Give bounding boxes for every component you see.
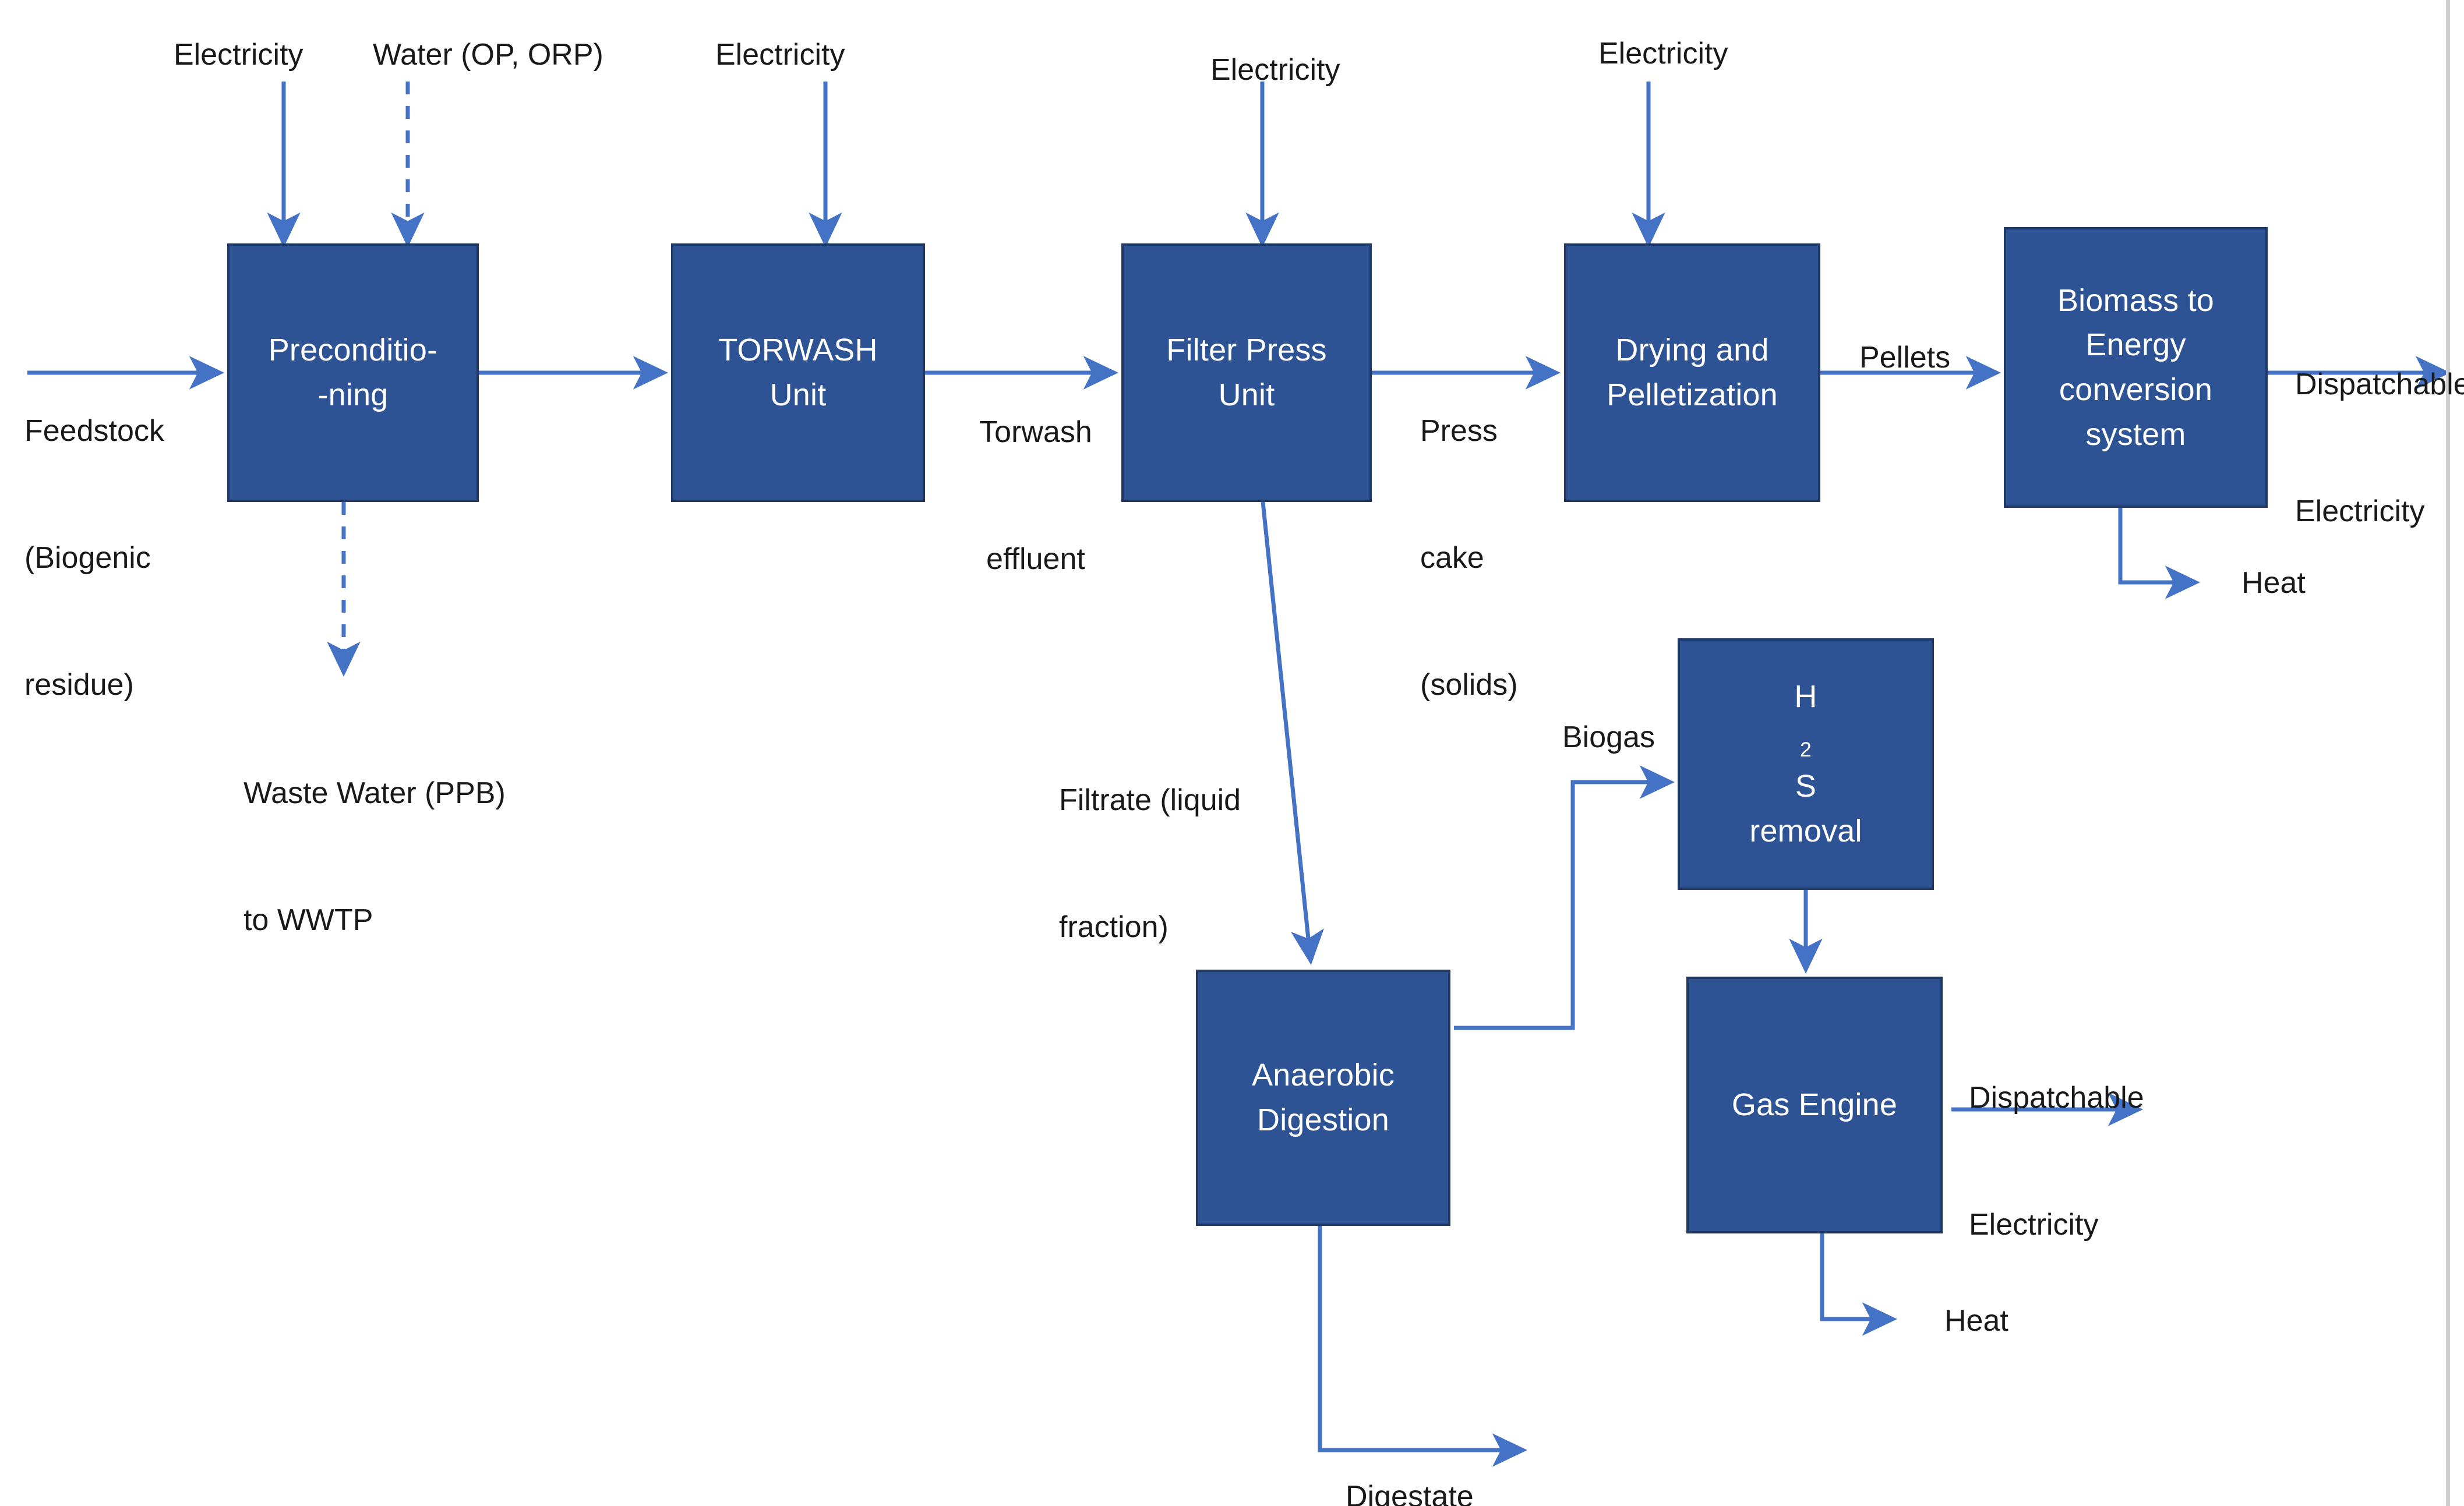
label-electricity-filter-press: Electricity: [1210, 53, 1340, 87]
label-press-cake-line1: Press: [1420, 413, 1498, 448]
preconditioning-label-line2: -ning: [317, 377, 389, 412]
label-waste-water-line1: Waste Water (PPB): [243, 776, 506, 810]
wire-anaerobic-to-h2s: [1454, 765, 1675, 1030]
label-feedstock-line1: Feedstock: [24, 413, 164, 448]
label-waste-water-to-wwtp: Waste Water (PPB) to WWTP: [243, 687, 506, 1026]
label-electricity-preconditioning: Electricity: [174, 38, 303, 72]
filter-press-label-line1: Filter Press: [1166, 333, 1327, 368]
label-press-cake-line2: cake: [1420, 540, 1484, 575]
page-frame-rule: [2446, 0, 2450, 1506]
label-filtrate-line1: Filtrate (liquid: [1059, 783, 1241, 817]
biomass-label-line4: system: [2085, 416, 2186, 452]
drying-label-line2: Pelletization: [1607, 377, 1778, 412]
label-digestate-field-spreading: Digestate field spreading: [1346, 1391, 1542, 1506]
preconditioning-label-line1: Preconditio-: [268, 333, 438, 368]
wire-biomass-to-heat: [2118, 508, 2201, 599]
h2s-formula-h: H: [1794, 679, 1817, 715]
label-feedstock: Feedstock (Biogenic residue): [24, 325, 164, 791]
label-electricity-torwash: Electricity: [715, 38, 845, 72]
label-filtrate-line2: fraction): [1059, 910, 1169, 944]
process-box-preconditioning[interactable]: Preconditio- -ning: [227, 243, 479, 502]
torwash-label-line2: Unit: [769, 377, 827, 412]
label-dispatchable-electricity-bottom-line2: Electricity: [1969, 1207, 2099, 1242]
label-heat-biomass: Heat: [2241, 566, 2306, 600]
h2s-formula-s: S: [1795, 769, 1817, 804]
label-dispatchable-electricity-top-line1: Dispatchable: [2295, 367, 2464, 401]
label-biogas: Biogas: [1562, 720, 1655, 754]
process-box-torwash-unit[interactable]: TORWASH Unit: [671, 243, 925, 502]
biomass-label-line3: conversion: [2059, 372, 2213, 407]
label-dispatchable-electricity-bottom: Dispatchable Electricity: [1969, 992, 2144, 1331]
drying-label-line1: Drying and: [1615, 333, 1769, 368]
label-feedstock-line3: residue): [24, 668, 134, 702]
anaerobic-label-line1: Anaerobic: [1252, 1058, 1395, 1093]
wire-gasengine-to-heat: [1820, 1233, 1898, 1336]
label-water-op-orp: Water (OP, ORP): [373, 38, 603, 72]
process-box-biomass-to-energy-conversion-system[interactable]: Biomass to Energy conversion system: [2004, 227, 2268, 508]
process-box-drying-and-pelletization[interactable]: Drying and Pelletization: [1564, 243, 1820, 502]
label-press-cake-solids: Press cake (solids): [1420, 325, 1518, 791]
label-torwash-effluent-line1: Torwash: [979, 415, 1092, 449]
process-box-filter-press-unit[interactable]: Filter Press Unit: [1121, 243, 1372, 502]
filter-press-label-line2: Unit: [1218, 377, 1275, 412]
h2s-formula-subscript: 2: [1799, 737, 1812, 761]
label-dispatchable-electricity-bottom-line1: Dispatchable: [1969, 1080, 2144, 1115]
gas-engine-label: Gas Engine: [1731, 1087, 1898, 1123]
label-press-cake-line3: (solids): [1420, 668, 1518, 702]
anaerobic-label-line2: Digestion: [1257, 1102, 1389, 1137]
label-filtrate-liquid-fraction: Filtrate (liquid fraction): [1059, 694, 1241, 1033]
label-torwash-effluent: Torwash effluent: [948, 326, 1123, 665]
biomass-label-line2: Energy: [2085, 327, 2186, 363]
biomass-label-line1: Biomass to: [2057, 282, 2215, 318]
wire-filterpress-to-anaerobic: [1261, 501, 1325, 965]
process-box-gas-engine[interactable]: Gas Engine: [1686, 977, 1943, 1233]
torwash-label-line1: TORWASH: [718, 333, 878, 368]
label-feedstock-line2: (Biogenic: [24, 540, 151, 575]
label-torwash-effluent-line2: effluent: [986, 542, 1085, 576]
label-dispatchable-electricity-top: Dispatchable Electricity: [2295, 278, 2464, 617]
process-box-anaerobic-digestion[interactable]: Anaerobic Digestion: [1196, 970, 1450, 1226]
h2s-removal-label-line2: removal: [1749, 814, 1862, 849]
label-waste-water-line2: to WWTP: [243, 903, 373, 937]
label-digestate-line1: Digestate: [1346, 1479, 1474, 1506]
label-heat-gas-engine: Heat: [1944, 1304, 2008, 1338]
label-electricity-drying: Electricity: [1598, 37, 1728, 70]
label-pellets: Pellets: [1859, 341, 1951, 374]
label-dispatchable-electricity-top-line2: Electricity: [2295, 494, 2425, 528]
